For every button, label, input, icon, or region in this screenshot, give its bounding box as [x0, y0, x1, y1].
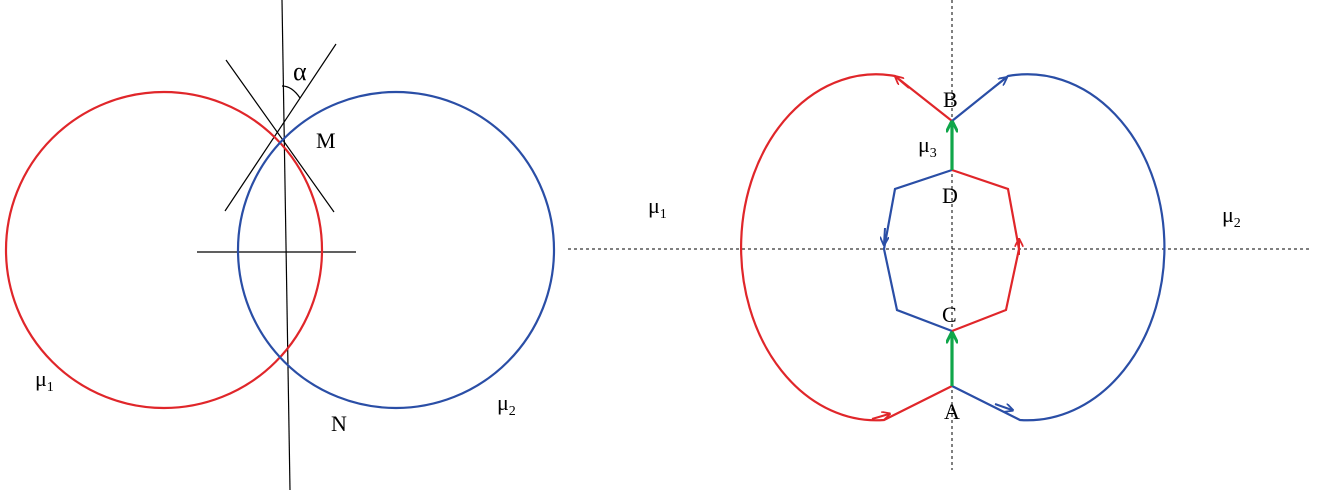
arrow-red-top — [896, 77, 910, 89]
mu2-label-left: μ2 — [497, 390, 516, 419]
arrow-blue-bottom — [994, 403, 1012, 410]
red-inner-path — [951, 168, 1021, 333]
point-c-label: C — [942, 302, 957, 327]
red-outer-curve — [740, 73, 953, 422]
point-n-label: N — [331, 411, 347, 436]
circle-mu1 — [4, 90, 324, 410]
arrow-blue-inner — [884, 227, 885, 244]
arrow-red-bottom — [871, 414, 889, 419]
mu3-label: μ3 — [918, 132, 937, 161]
circle-mu2 — [236, 90, 556, 410]
arrow-blue-top — [992, 78, 1006, 89]
right-diagram: B D C A μ3 μ1 μ2 — [568, 0, 1312, 470]
mu2-label-right: μ2 — [1222, 202, 1241, 231]
point-a-label: A — [944, 399, 960, 424]
left-diagram: α M N μ1 μ2 — [4, 0, 556, 491]
angle-arc — [281, 85, 301, 99]
mu1-label-right: μ1 — [648, 193, 667, 222]
mu1-label-left: μ1 — [35, 366, 54, 395]
blue-inner-path — [882, 168, 953, 333]
tangent-line-2 — [224, 43, 337, 212]
point-b-label: B — [943, 87, 958, 112]
point-d-label: D — [942, 183, 958, 208]
point-m-label: M — [316, 128, 336, 153]
tangent-line-1 — [225, 59, 335, 213]
left-vertical-axis — [281, 0, 291, 491]
blue-outer-curve — [951, 73, 1166, 422]
angle-alpha-label: α — [293, 57, 307, 86]
